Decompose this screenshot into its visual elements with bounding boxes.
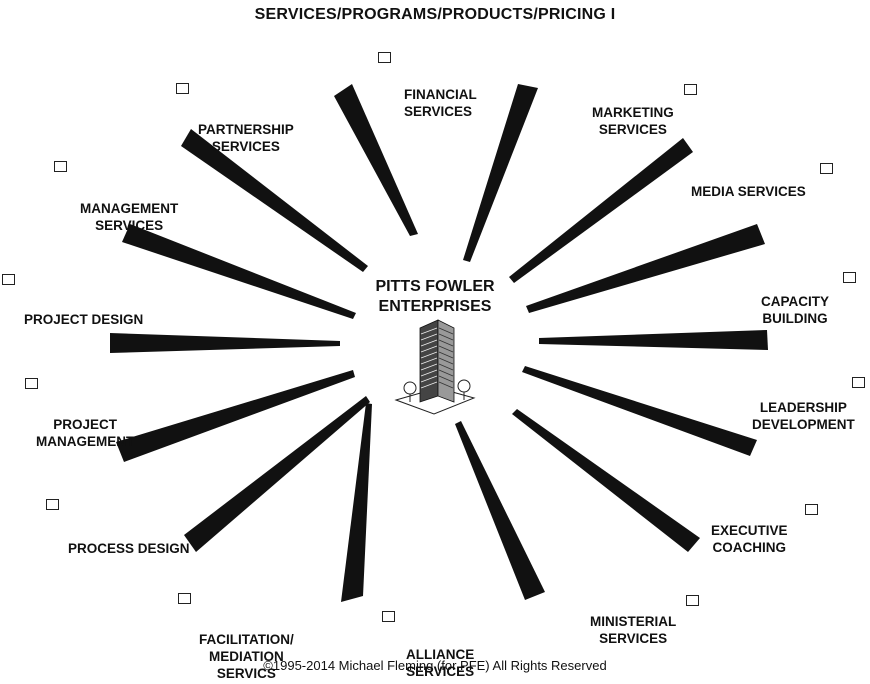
checkbox-financial[interactable] [378,52,391,63]
ray-process [184,396,370,552]
service-label-ministerial: MINISTERIAL SERVICES [590,614,677,646]
service-project-management[interactable]: PROJECT MANAGEMENT [25,378,135,450]
ray-media [509,138,693,283]
checkbox-project-design[interactable] [2,274,15,285]
ray-marketing [463,84,538,262]
service-facilitation[interactable]: FACILITATION/ MEDIATION SERVICS [178,593,294,682]
page-title: SERVICES/PROGRAMS/PRODUCTS/PRICING I [254,6,616,23]
ray-project-design [110,333,340,353]
ray-partnership [181,129,368,272]
office-building-icon [390,318,480,423]
checkbox-marketing[interactable] [684,84,697,95]
service-label-media: MEDIA SERVICES [691,184,806,199]
service-label-alliance: ALLIANCE SERVICES [406,647,475,679]
ray-project-management [116,370,355,462]
checkbox-executive[interactable] [805,504,818,515]
service-project-design[interactable]: PROJECT DESIGN [2,274,144,328]
checkbox-process[interactable] [46,499,59,510]
ray-management [122,224,356,319]
service-label-facilitation: FACILITATION/ MEDIATION SERVICS [199,632,294,681]
service-marketing[interactable]: MARKETING SERVICES [592,84,697,155]
service-alliance[interactable]: ALLIANCE SERVICES [382,611,475,680]
service-label-executive: EXECUTIVE COACHING [711,523,788,555]
checkbox-capacity[interactable] [843,272,856,283]
service-ministerial[interactable]: MINISTERIAL SERVICES [590,595,699,664]
service-label-marketing: MARKETING SERVICES [592,105,674,137]
copyright-notice: ©1995-2014 Michael Fleming (for PFE) All… [263,658,607,673]
service-label-leadership: LEADERSHIP DEVELOPMENT [752,400,855,432]
service-label-financial: FINANCIAL SERVICES [404,87,477,119]
service-leadership[interactable]: LEADERSHIP DEVELOPMENT [752,377,865,450]
service-financial[interactable]: FINANCIAL SERVICES [378,52,477,120]
service-management[interactable]: MANAGEMENT SERVICES [54,161,179,234]
service-capacity[interactable]: CAPACITY BUILDING [761,272,856,344]
checkbox-partnership[interactable] [176,83,189,94]
ray-financial [334,84,418,236]
checkbox-ministerial[interactable] [686,595,699,606]
ray-capacity [526,224,765,313]
checkbox-management[interactable] [54,161,67,172]
checkbox-leadership[interactable] [852,377,865,388]
service-partnership[interactable]: PARTNERSHIP SERVICES [176,83,294,155]
service-label-management: MANAGEMENT SERVICES [80,201,179,233]
service-label-project-management: PROJECT MANAGEMENT [36,417,135,449]
ray-leadership [539,330,768,350]
company-name: PITTS FOWLER ENTERPRISES [375,278,495,315]
service-label-project-design: PROJECT DESIGN [24,312,144,327]
service-label-partnership: PARTNERSHIP SERVICES [198,122,294,154]
service-label-capacity: CAPACITY BUILDING [761,294,830,326]
checkbox-media[interactable] [820,163,833,174]
ray-alliance [455,421,545,600]
service-process[interactable]: PROCESS DESIGN [46,499,190,557]
ray-ministerial [512,409,700,552]
ray-executive [522,366,757,456]
service-media[interactable]: MEDIA SERVICES [691,163,833,217]
ray-facilitation [341,403,372,602]
service-executive[interactable]: EXECUTIVE COACHING [711,504,818,573]
checkbox-alliance[interactable] [382,611,395,622]
service-label-process: PROCESS DESIGN [68,541,190,556]
checkbox-project-management[interactable] [25,378,38,389]
checkbox-facilitation[interactable] [178,593,191,604]
